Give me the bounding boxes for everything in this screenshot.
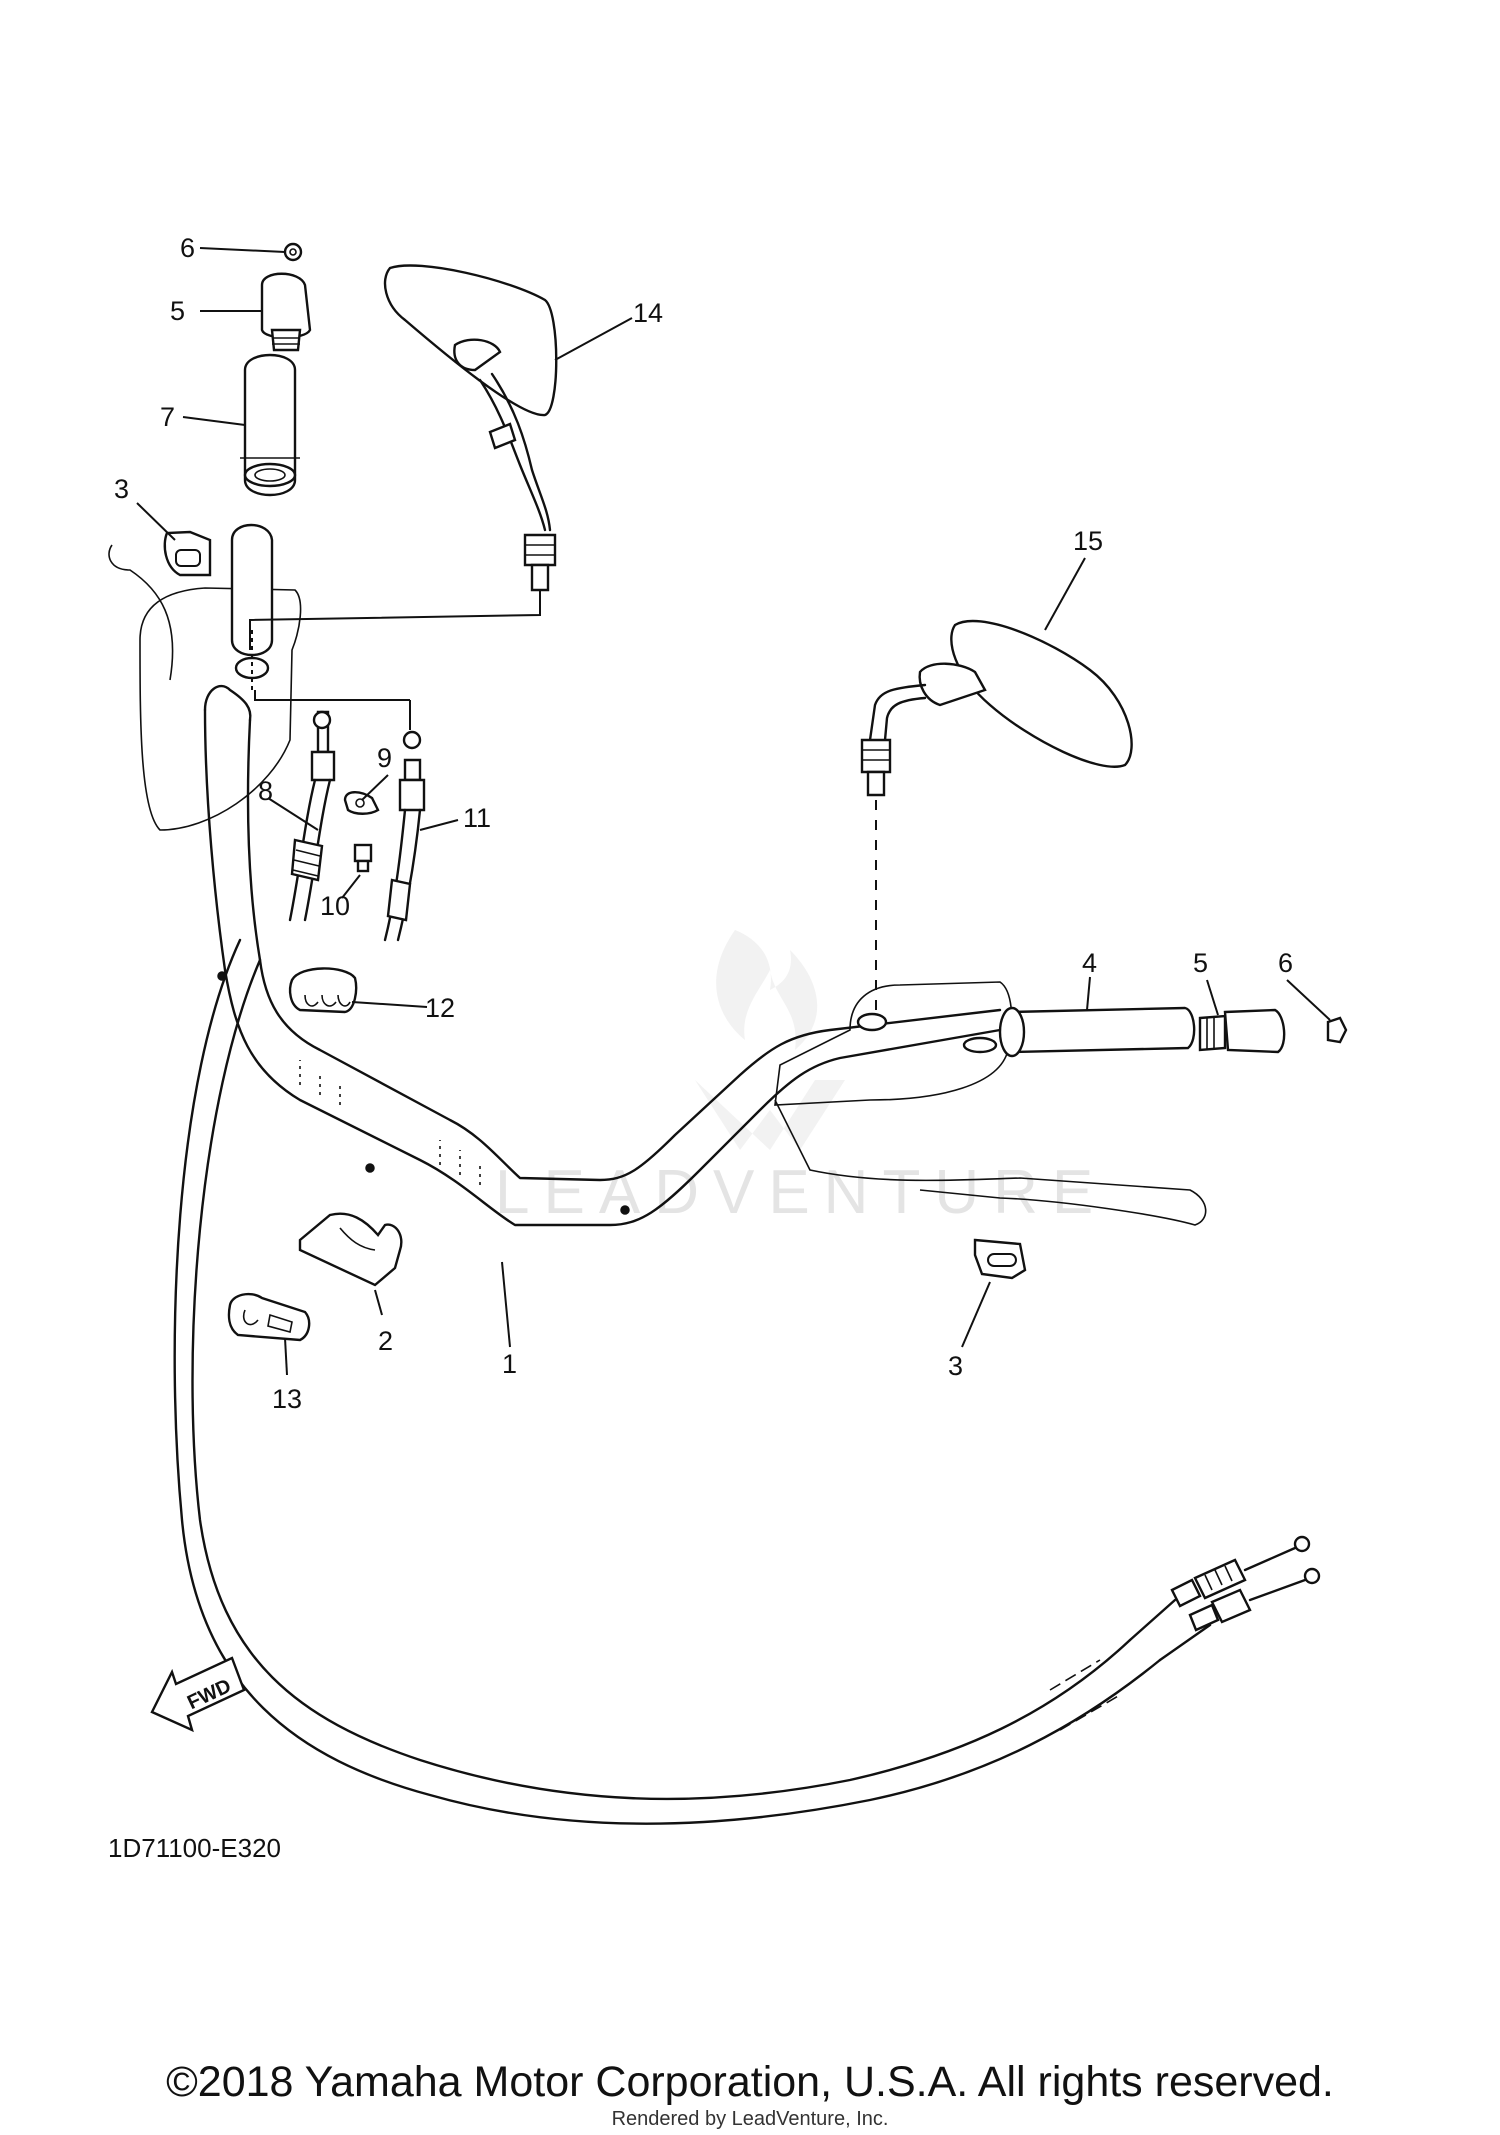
callout-3: 3: [114, 474, 129, 504]
left-grip: [240, 353, 300, 497]
cable-clamp-12: [288, 967, 358, 1014]
throttle-cable: [383, 700, 426, 942]
diagram-code: 1D71100-E320: [108, 1833, 281, 1863]
plate: [343, 791, 380, 815]
cable-routing: [173, 938, 1321, 1825]
grip-end-left: [260, 272, 312, 352]
left-switch-housing: [108, 523, 302, 831]
nut-left: [283, 242, 303, 262]
callout-5-right: 5: [1193, 948, 1208, 978]
clutch-cable: [254, 690, 410, 922]
holder-right: [973, 1238, 1027, 1280]
callout-13: 13: [272, 1384, 302, 1414]
callout-8: 8: [258, 776, 273, 806]
mirror-left: [249, 264, 558, 650]
callout-1: 1: [502, 1349, 517, 1379]
rendered-by-notice: Rendered by LeadVenture, Inc.: [611, 2108, 889, 2130]
callout-11: 11: [463, 803, 491, 833]
callout-9: 9: [377, 743, 392, 773]
leader-lines: [136, 247, 1331, 1376]
screw: [353, 843, 373, 873]
watermark-text: LEADVENTURE: [495, 1158, 1107, 1227]
cable-clamp-13: [227, 1292, 311, 1342]
callout-15: 14: [633, 298, 663, 328]
callout-5: 5: [170, 296, 185, 326]
holder-left: [163, 530, 212, 577]
watermark-logo: [695, 930, 845, 1150]
callout-7: 7: [160, 402, 175, 432]
callout-14: 15: [1073, 526, 1103, 556]
clamp-ring-right: [962, 1036, 998, 1054]
right-grip: [998, 1006, 1196, 1058]
nut-right: [1326, 1016, 1348, 1044]
callout-6-right: 6: [1278, 948, 1293, 978]
callout-2: 2: [378, 1326, 393, 1356]
callout-4: 4: [1082, 948, 1097, 978]
callout-12: 12: [425, 993, 455, 1023]
cable-clamp-2: [298, 1212, 403, 1287]
callout-10: 10: [320, 891, 350, 921]
fwd-arrow-icon: FWD: [150, 1656, 246, 1733]
copyright-notice: ©2018 Yamaha Motor Corporation, U.S.A. A…: [166, 2058, 1334, 2106]
grip-end-right: [1198, 1008, 1286, 1054]
callout-6: 6: [180, 233, 195, 263]
right-switch-housing: [774, 981, 1207, 1226]
mirror-right: [860, 619, 1133, 1010]
callout-3-right: 3: [948, 1351, 963, 1381]
